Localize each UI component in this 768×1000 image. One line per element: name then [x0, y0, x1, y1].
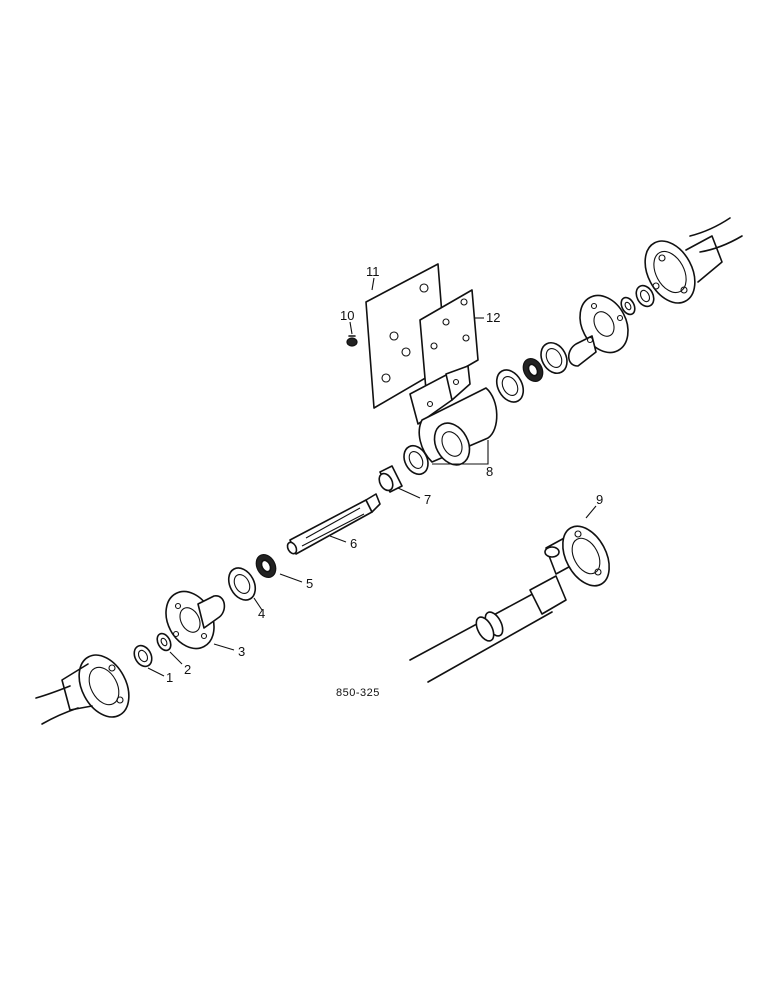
bearing-cone-5	[255, 553, 277, 579]
leader-lines	[147, 277, 597, 677]
companion-flange-3	[165, 590, 226, 650]
plate-12	[419, 289, 479, 391]
callout-5: 5	[306, 576, 313, 591]
nut-1	[133, 644, 153, 668]
upper-bearing-cone	[522, 357, 544, 383]
callout-9: 9	[596, 492, 603, 507]
callout-6: 6	[350, 536, 357, 551]
callout-3: 3	[238, 644, 245, 659]
drive-shaft-9	[409, 525, 610, 683]
callout-2: 2	[184, 662, 191, 677]
callout-10: 10	[340, 308, 354, 323]
sleeve-7	[378, 465, 403, 493]
bearing-cup-4	[227, 567, 257, 601]
callout-8: 8	[486, 464, 493, 479]
bearing-housing-8	[409, 365, 498, 466]
callout-7: 7	[424, 492, 431, 507]
seal-ring	[403, 444, 429, 476]
upper-right-yoke-flange	[644, 217, 743, 304]
lower-left-yoke-flange	[35, 654, 130, 725]
upper-bearing-cup-2	[495, 369, 525, 403]
callout-11: 11	[366, 264, 380, 279]
callout-4: 4	[258, 606, 265, 621]
upper-bearing-cup	[540, 341, 568, 375]
reference-code: 850-325	[336, 687, 380, 699]
callout-1: 1	[166, 670, 173, 685]
splined-shaft-6	[286, 493, 381, 555]
upper-nut	[635, 284, 655, 308]
callout-8-bracket	[432, 440, 489, 465]
callout-12: 12	[486, 310, 500, 325]
upper-washer	[620, 296, 636, 316]
bolt-10	[346, 335, 358, 347]
washer-2	[156, 632, 172, 652]
upper-companion-flange	[567, 294, 629, 367]
